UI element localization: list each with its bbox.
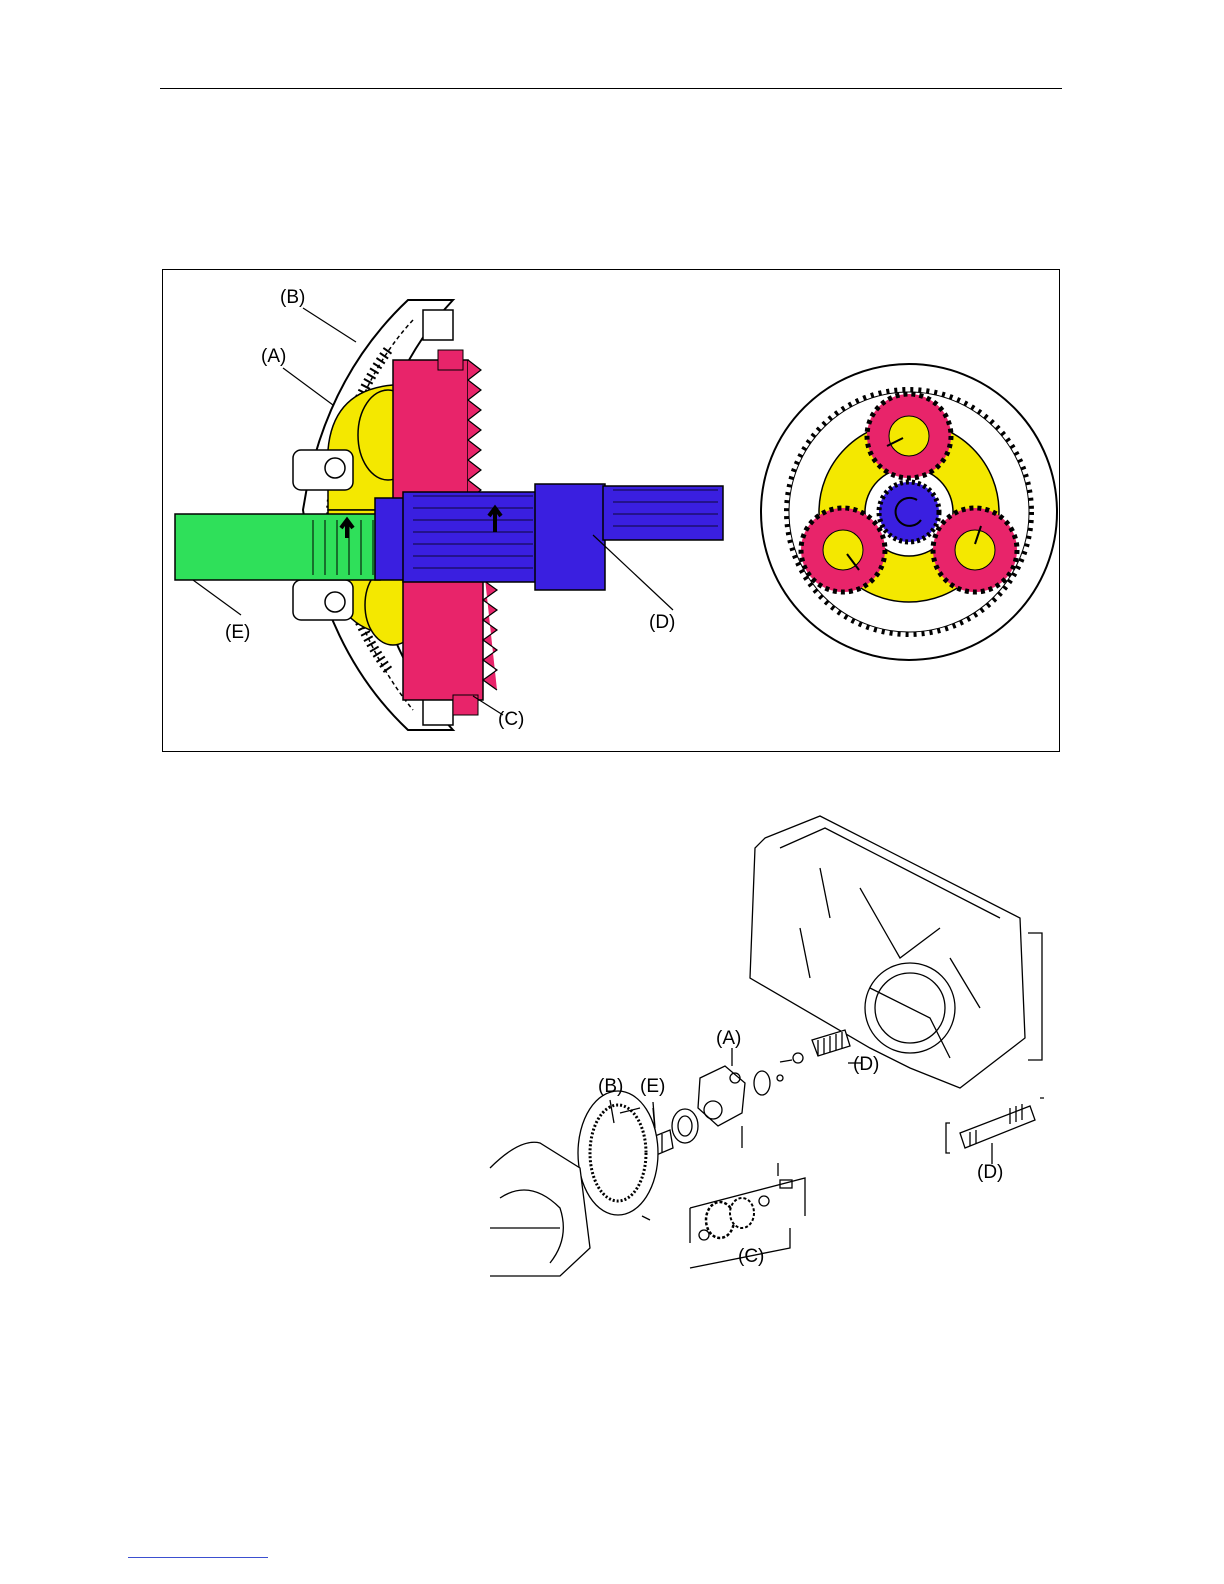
footer-rule	[128, 1557, 268, 1558]
header-rule	[160, 88, 1062, 89]
ring-gear-b-part	[578, 1091, 658, 1220]
exploded-label-b: (B)	[598, 1076, 623, 1097]
label-d: (D)	[649, 612, 675, 633]
planet-gear-front-top	[867, 394, 951, 478]
planet-gear-front-left	[801, 508, 885, 592]
exploded-label-d-lower: (D)	[977, 1162, 1003, 1183]
planetary-gear-figure: (B) (A) (C) (D) (E)	[162, 269, 1060, 752]
exploded-label-a: (A)	[716, 1028, 741, 1049]
exploded-label-e: (E)	[640, 1076, 665, 1097]
exploded-view-figure: (A) (B) (E) (D) (D) (C)	[480, 808, 1080, 1278]
planet-gear-upper	[393, 350, 481, 510]
carrier-a-part	[698, 1066, 783, 1126]
shaft-d-upper	[780, 1030, 850, 1063]
input-shaft-green	[175, 514, 380, 580]
sun-gear-shaft-blue	[375, 484, 723, 590]
exploded-label-d-upper: (D)	[853, 1054, 879, 1075]
transmission-case	[750, 816, 1025, 1088]
label-b: (B)	[280, 287, 305, 308]
planetary-front-view	[761, 364, 1057, 660]
planet-gear-lower	[403, 560, 497, 715]
bearing	[672, 1109, 698, 1143]
label-e: (E)	[225, 622, 250, 643]
final-drive-housing	[490, 1142, 590, 1276]
label-a: (A)	[261, 346, 286, 367]
planetary-gear-illustration: (B) (A) (C) (D) (E)	[163, 270, 1059, 751]
shaft-d-lower	[946, 1098, 1044, 1153]
label-c: (C)	[498, 709, 524, 730]
exploded-view-illustration: (A) (B) (E) (D) (D) (C)	[480, 808, 1080, 1278]
exploded-label-c: (C)	[738, 1246, 764, 1267]
planet-gear-front-right	[933, 508, 1017, 592]
